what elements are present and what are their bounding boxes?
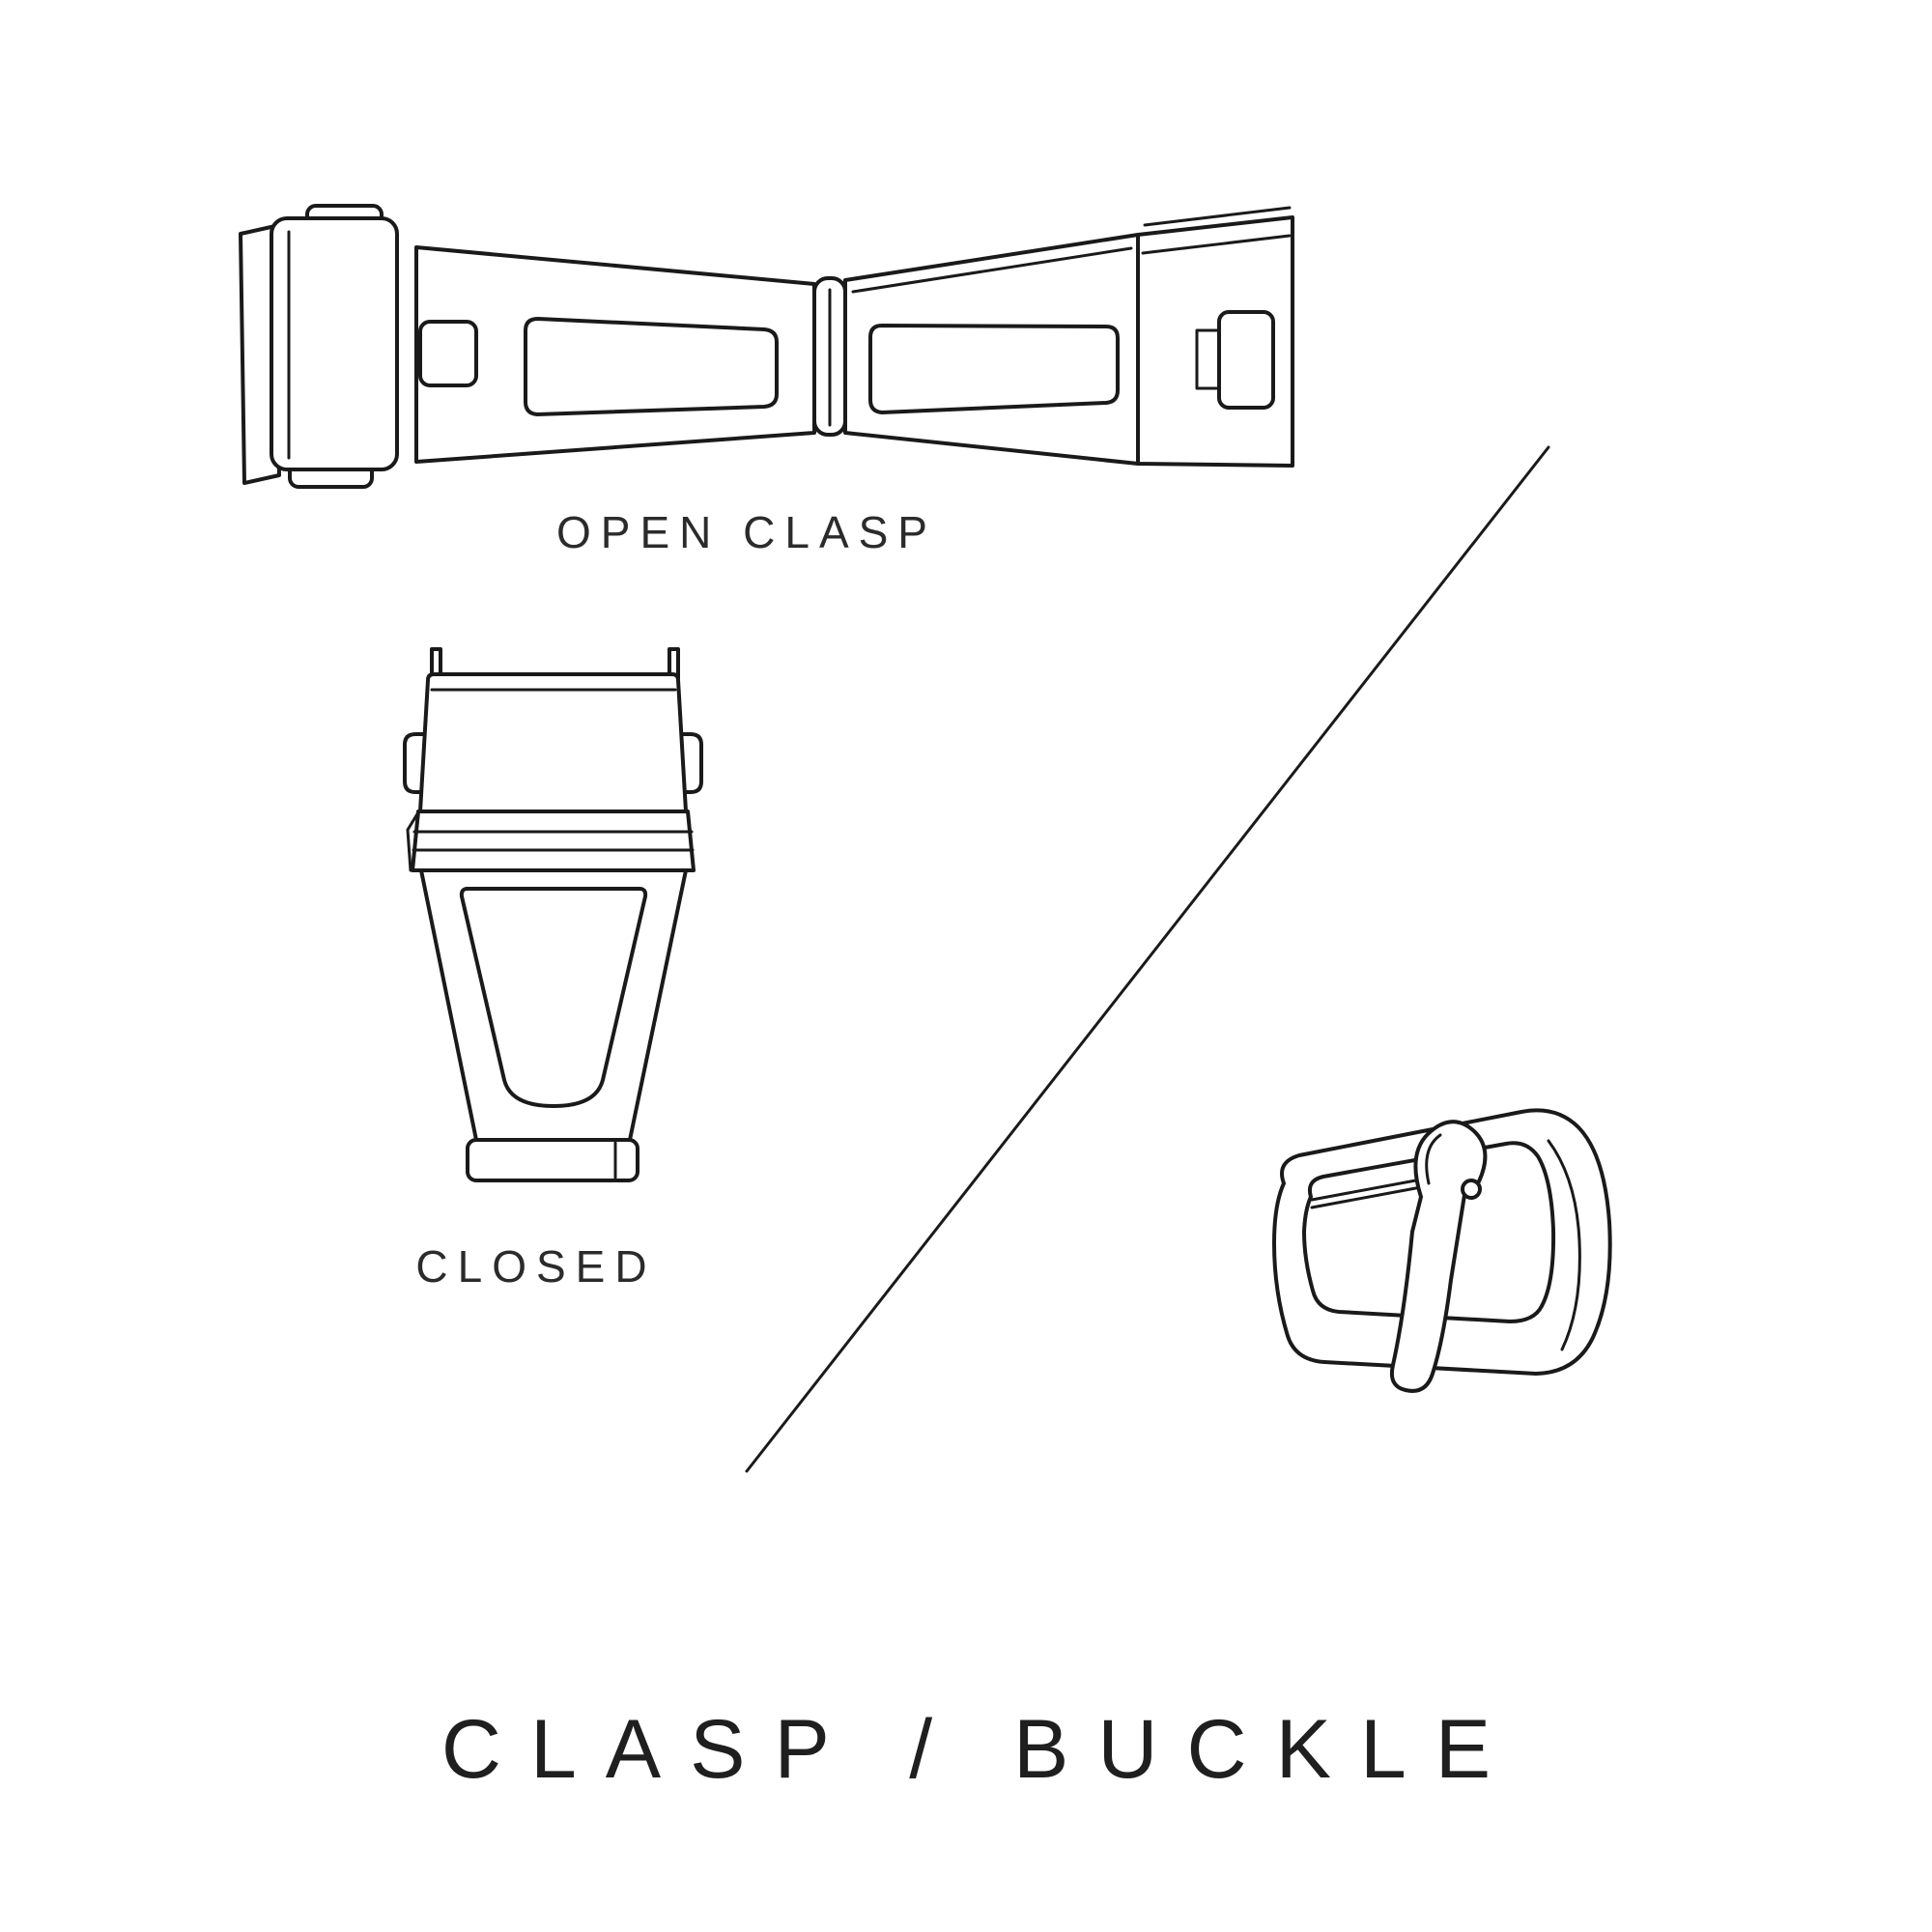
- open-clasp-caption: OPEN CLASP: [556, 507, 937, 557]
- closed-clasp-illustration: [403, 647, 703, 1182]
- divider-figure: [739, 440, 1555, 1478]
- buckle-figure: [1222, 1087, 1652, 1420]
- closed-clasp-figure: [386, 645, 720, 1186]
- diagonal-divider-line: [745, 445, 1550, 1473]
- open-clasp-illustration: [239, 204, 1294, 489]
- buckle-illustration: [1272, 1108, 1612, 1393]
- closed-clasp-caption: CLOSED: [415, 1241, 657, 1292]
- diagram-title: CLASP / BUCKLE: [440, 1703, 1520, 1796]
- open-clasp-figure: [227, 184, 1299, 493]
